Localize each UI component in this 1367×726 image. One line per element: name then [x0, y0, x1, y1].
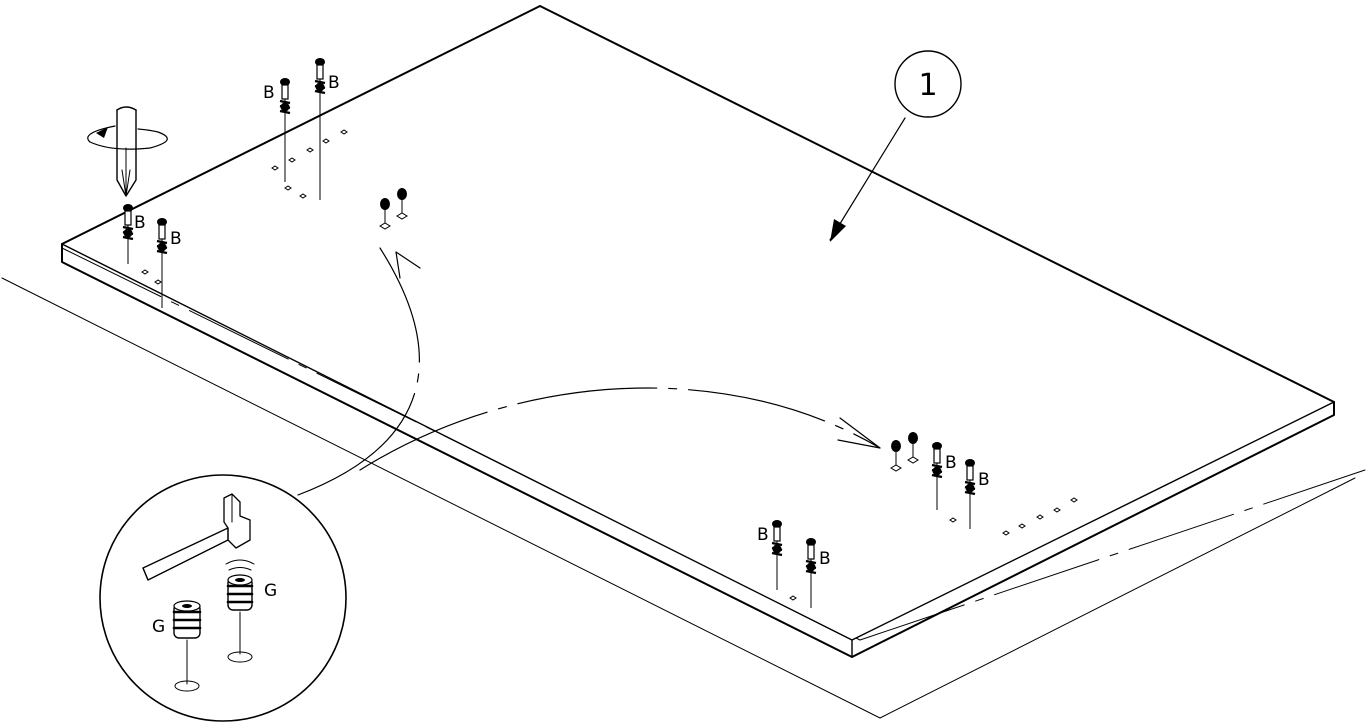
screw-label-b: B: [263, 83, 275, 103]
insert-label-g: G: [264, 581, 277, 601]
hole-mark: [1002, 530, 1010, 536]
hole-mark: [949, 517, 957, 523]
cam-dowel-icon: [379, 198, 391, 230]
part-number-label: 1: [918, 68, 937, 103]
hole-mark: [271, 165, 279, 171]
screw-label-b: B: [170, 229, 182, 249]
detail-view: G G: [99, 474, 347, 722]
screw-label-b: B: [945, 453, 957, 473]
insert-right-icon: [226, 574, 254, 663]
screw-b-icon: [122, 204, 134, 264]
insert-left-icon: [172, 600, 202, 692]
screwdriver-icon: [87, 106, 168, 197]
hole-mark: [288, 157, 296, 163]
screw-b-icon: [771, 520, 783, 590]
screw-b-icon: [805, 538, 817, 608]
hole-mark: [1036, 514, 1044, 520]
hole-mark: [322, 138, 330, 144]
hole-mark: [789, 595, 797, 601]
panel-1: [61, 5, 1335, 658]
screw-b-icon: [964, 459, 976, 529]
hole-mark: [1018, 523, 1026, 529]
screw-b-icon: [156, 218, 168, 308]
hole-mark: [340, 129, 348, 135]
screw-label-b: B: [819, 549, 831, 569]
screw-label-b: B: [757, 525, 769, 545]
screw-label-b: B: [328, 73, 340, 93]
hole-mark: [1070, 497, 1078, 503]
hole-mark: [284, 185, 292, 191]
screw-b-icon: [279, 78, 291, 182]
screw-b-icon: [931, 442, 943, 510]
insert-label-g: G: [152, 617, 165, 637]
transfer-arrows: [297, 247, 881, 496]
hole-mark: [306, 147, 314, 153]
part-callout-1: 1: [829, 50, 962, 242]
leader-arrowhead: [830, 219, 846, 242]
screw-label-b: B: [134, 213, 146, 233]
cam-dowel-icon: [396, 188, 408, 220]
hole-mark: [1053, 507, 1061, 513]
hole-mark: [299, 193, 307, 199]
hole-mark: [154, 279, 162, 285]
screw-label-b: B: [978, 470, 990, 490]
hole-mark: [141, 269, 149, 275]
insert-tool-icon: [142, 493, 251, 581]
screw-b-icon: [314, 58, 326, 200]
cam-dowel-icon: [907, 432, 919, 464]
cam-dowel-icon: [890, 440, 902, 472]
